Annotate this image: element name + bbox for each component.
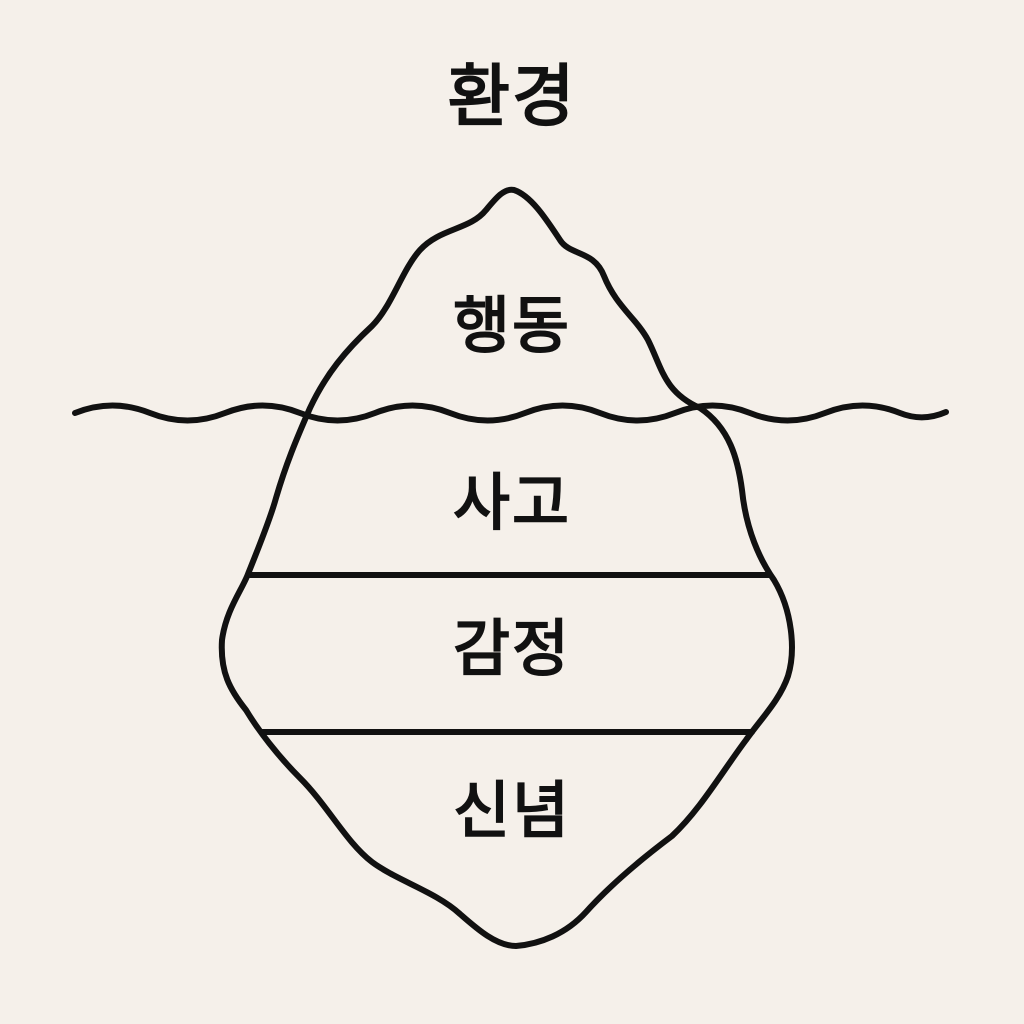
layer-label-thought: 사고 [452,466,572,539]
water-line [72,402,949,424]
layer-label-emotion: 감정 [452,612,572,685]
layer-label-belief: 신념 [452,774,572,847]
diagram-title: 환경 [447,58,577,137]
layer-label-behavior: 행동 [452,289,572,362]
